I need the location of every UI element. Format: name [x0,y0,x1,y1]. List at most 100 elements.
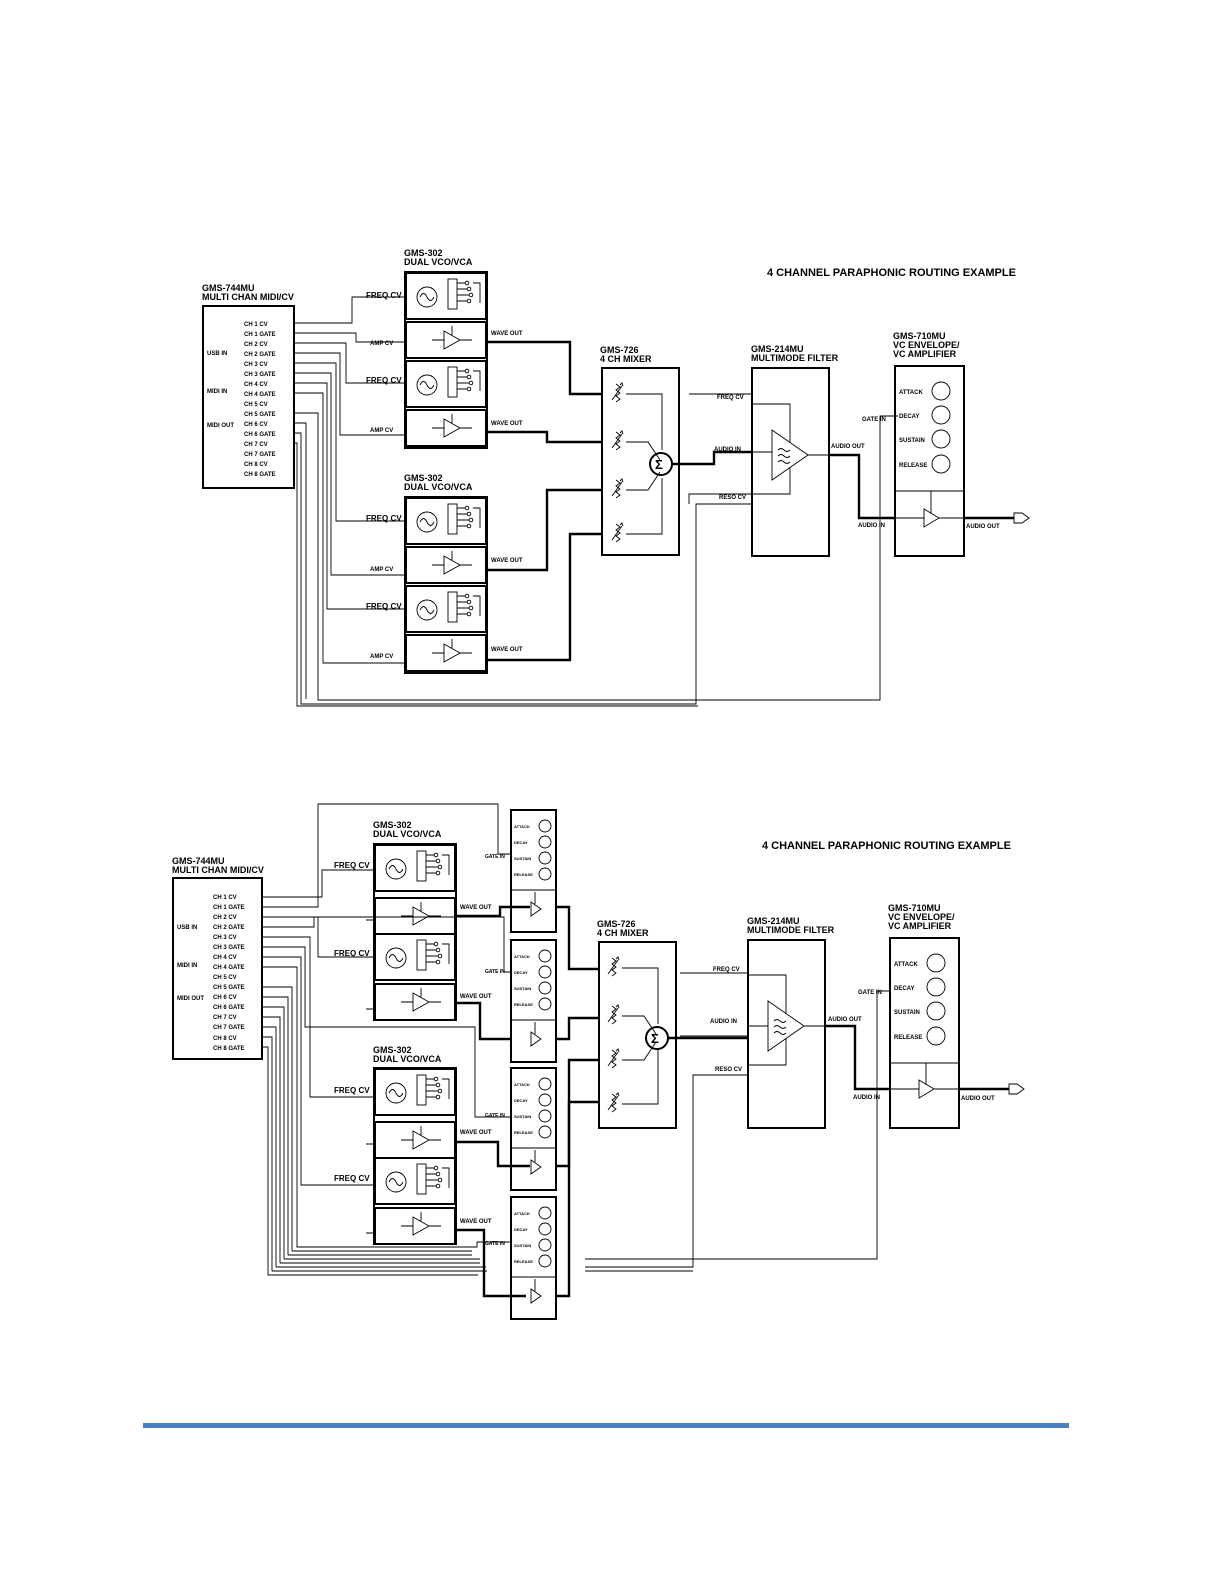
channel-label: CH 2 CV [213,915,237,921]
sustain-label: SUSTAIN [894,1010,920,1016]
mixer-pot-icon [611,382,624,403]
decay-label: DECAY [514,970,528,975]
sustain-label: SUSTAIN [514,986,531,991]
cv-wiring-1 [294,296,898,707]
attack-label: ATTACK [514,824,530,829]
audio-in-label: AUDIO IN [710,1019,737,1025]
channel-label: CH 7 CV [213,1015,237,1021]
sustain-knob-icon [926,1001,946,1021]
output-arrow-icon [1008,1083,1025,1095]
envelope-panel [894,365,965,557]
channel-label: CH 6 GATE [213,1005,245,1011]
sustain-label: SUSTAIN [514,1243,531,1248]
midi-out-label: MIDI OUT [207,423,234,429]
vco-module-1-name: GMS-302 [404,248,443,258]
channel-label: CH 3 GATE [244,372,276,378]
channel-label: CH 5 CV [244,402,268,408]
midi-in-label: MIDI IN [207,389,227,395]
mixer-out-wire [672,450,752,466]
mixer-pot-icon [607,1092,620,1113]
freq-cv-label: FREQ CV [334,1086,370,1095]
release-label: RELEASE [514,1002,533,1007]
wave-out-label: WAVE OUT [460,994,492,1000]
filter-subtitle: MULTIMODE FILTER [751,353,839,363]
filter-out-wire [829,453,895,520]
filter-name: GMS-214MU [751,344,804,354]
channel-label: CH 3 GATE [213,945,245,951]
sigma-symbol: Σ [651,1031,659,1046]
wave-out-label: WAVE OUT [460,1219,492,1225]
channel-label: CH 1 CV [244,322,268,328]
freq-cv-label: FREQ CV [366,291,402,300]
vca-icon [923,508,940,528]
filter-cv-wires [688,393,752,504]
reso-cv-label: RESO CV [719,495,746,501]
filter-subtitle: MULTIMODE FILTER [747,925,835,935]
mixer-pot-icon [607,1048,620,1069]
vca-icon [918,1079,935,1099]
vco-module-2-subtitle: DUAL VCO/VCA [373,1054,442,1064]
envelope-subtitle-1: VC ENVELOPE/ [893,340,960,350]
channel-label: CH 5 CV [213,975,237,981]
midi-module-name: GMS-744MU [202,283,255,293]
diagram-1-title: 4 CHANNEL PARAPHONIC ROUTING EXAMPLE [767,267,1016,279]
midi-module-name: GMS-744MU [172,856,225,866]
vco-module-2-name: GMS-302 [373,1045,412,1055]
amplifier-icon [405,634,487,672]
diagram-2: 4 CHANNEL PARAPHONIC ROUTING EXAMPLE GMS… [172,803,1025,1320]
channel-label: CH 3 CV [213,935,237,941]
channel-label: CH 6 CV [244,422,268,428]
filter-panel [747,939,826,1129]
attack-label: ATTACK [514,1082,530,1087]
footer-rule [143,1423,1069,1428]
wave-out-label: WAVE OUT [491,558,523,564]
decay-label: DECAY [514,1227,528,1232]
channel-label: CH 7 CV [244,442,268,448]
usb-in-label: USB IN [177,925,197,931]
freq-cv-label: FREQ CV [334,861,370,870]
audio-out-label: AUDIO OUT [961,1096,995,1102]
wave-out-label: WAVE OUT [460,1130,492,1136]
amplifier-icon [405,321,487,359]
envelope-panel [889,937,960,1129]
mixer-subtitle: 4 CH MIXER [597,928,649,938]
vco-module-1-subtitle: DUAL VCO/VCA [404,257,473,267]
freq-cv-label: FREQ CV [334,949,370,958]
oscillator-icon [374,844,456,892]
diagram-1: 4 CHANNEL PARAPHONIC ROUTING EXAMPLE GMS… [202,248,1030,707]
channel-label: CH 7 GATE [213,1025,245,1031]
channel-label: CH 1 GATE [213,905,245,911]
audio-out-label: AUDIO OUT [828,1017,862,1023]
attack-label: ATTACK [894,962,918,968]
freq-cv-label: FREQ CV [334,1174,370,1183]
amplifier-icon [374,897,456,935]
vco-module-2-name: GMS-302 [404,473,443,483]
channel-label: CH 2 GATE [244,352,276,358]
filter-icon [748,974,825,1066]
attack-label: ATTACK [899,390,923,396]
gate-in-label: GATE IN [485,969,505,975]
channel-label: CH 1 CV [213,895,237,901]
channel-label: CH 5 GATE [213,985,245,991]
audio-in-label: AUDIO IN [714,447,741,453]
gate-in-label: GATE IN [858,990,882,996]
gate-in-label: GATE IN [485,1113,505,1119]
freq-cv-label: FREQ CV [366,514,402,523]
channel-label: CH 7 GATE [244,452,276,458]
channel-label: CH 4 GATE [213,965,245,971]
mixer-pot-icon [611,430,624,451]
amp-cv-label: AMP CV [370,654,393,660]
channel-label: CH 2 GATE [213,925,245,931]
oscillator-icon [374,1157,456,1205]
diagram-2-title: 4 CHANNEL PARAPHONIC ROUTING EXAMPLE [762,840,1011,852]
audio-wiring-2 [456,905,599,1298]
mixer-pot-icon [611,522,624,543]
wave-out-label: WAVE OUT [491,331,523,337]
vco-module-1-subtitle: DUAL VCO/VCA [373,829,442,839]
mixer-pot-icon [607,956,620,977]
channel-label: CH 8 GATE [244,472,276,478]
attack-label: ATTACK [514,1211,530,1216]
audio-out-label: AUDIO OUT [966,524,1000,530]
channel-label: CH 6 CV [213,995,237,1001]
channel-label: CH 8 CV [244,462,268,468]
